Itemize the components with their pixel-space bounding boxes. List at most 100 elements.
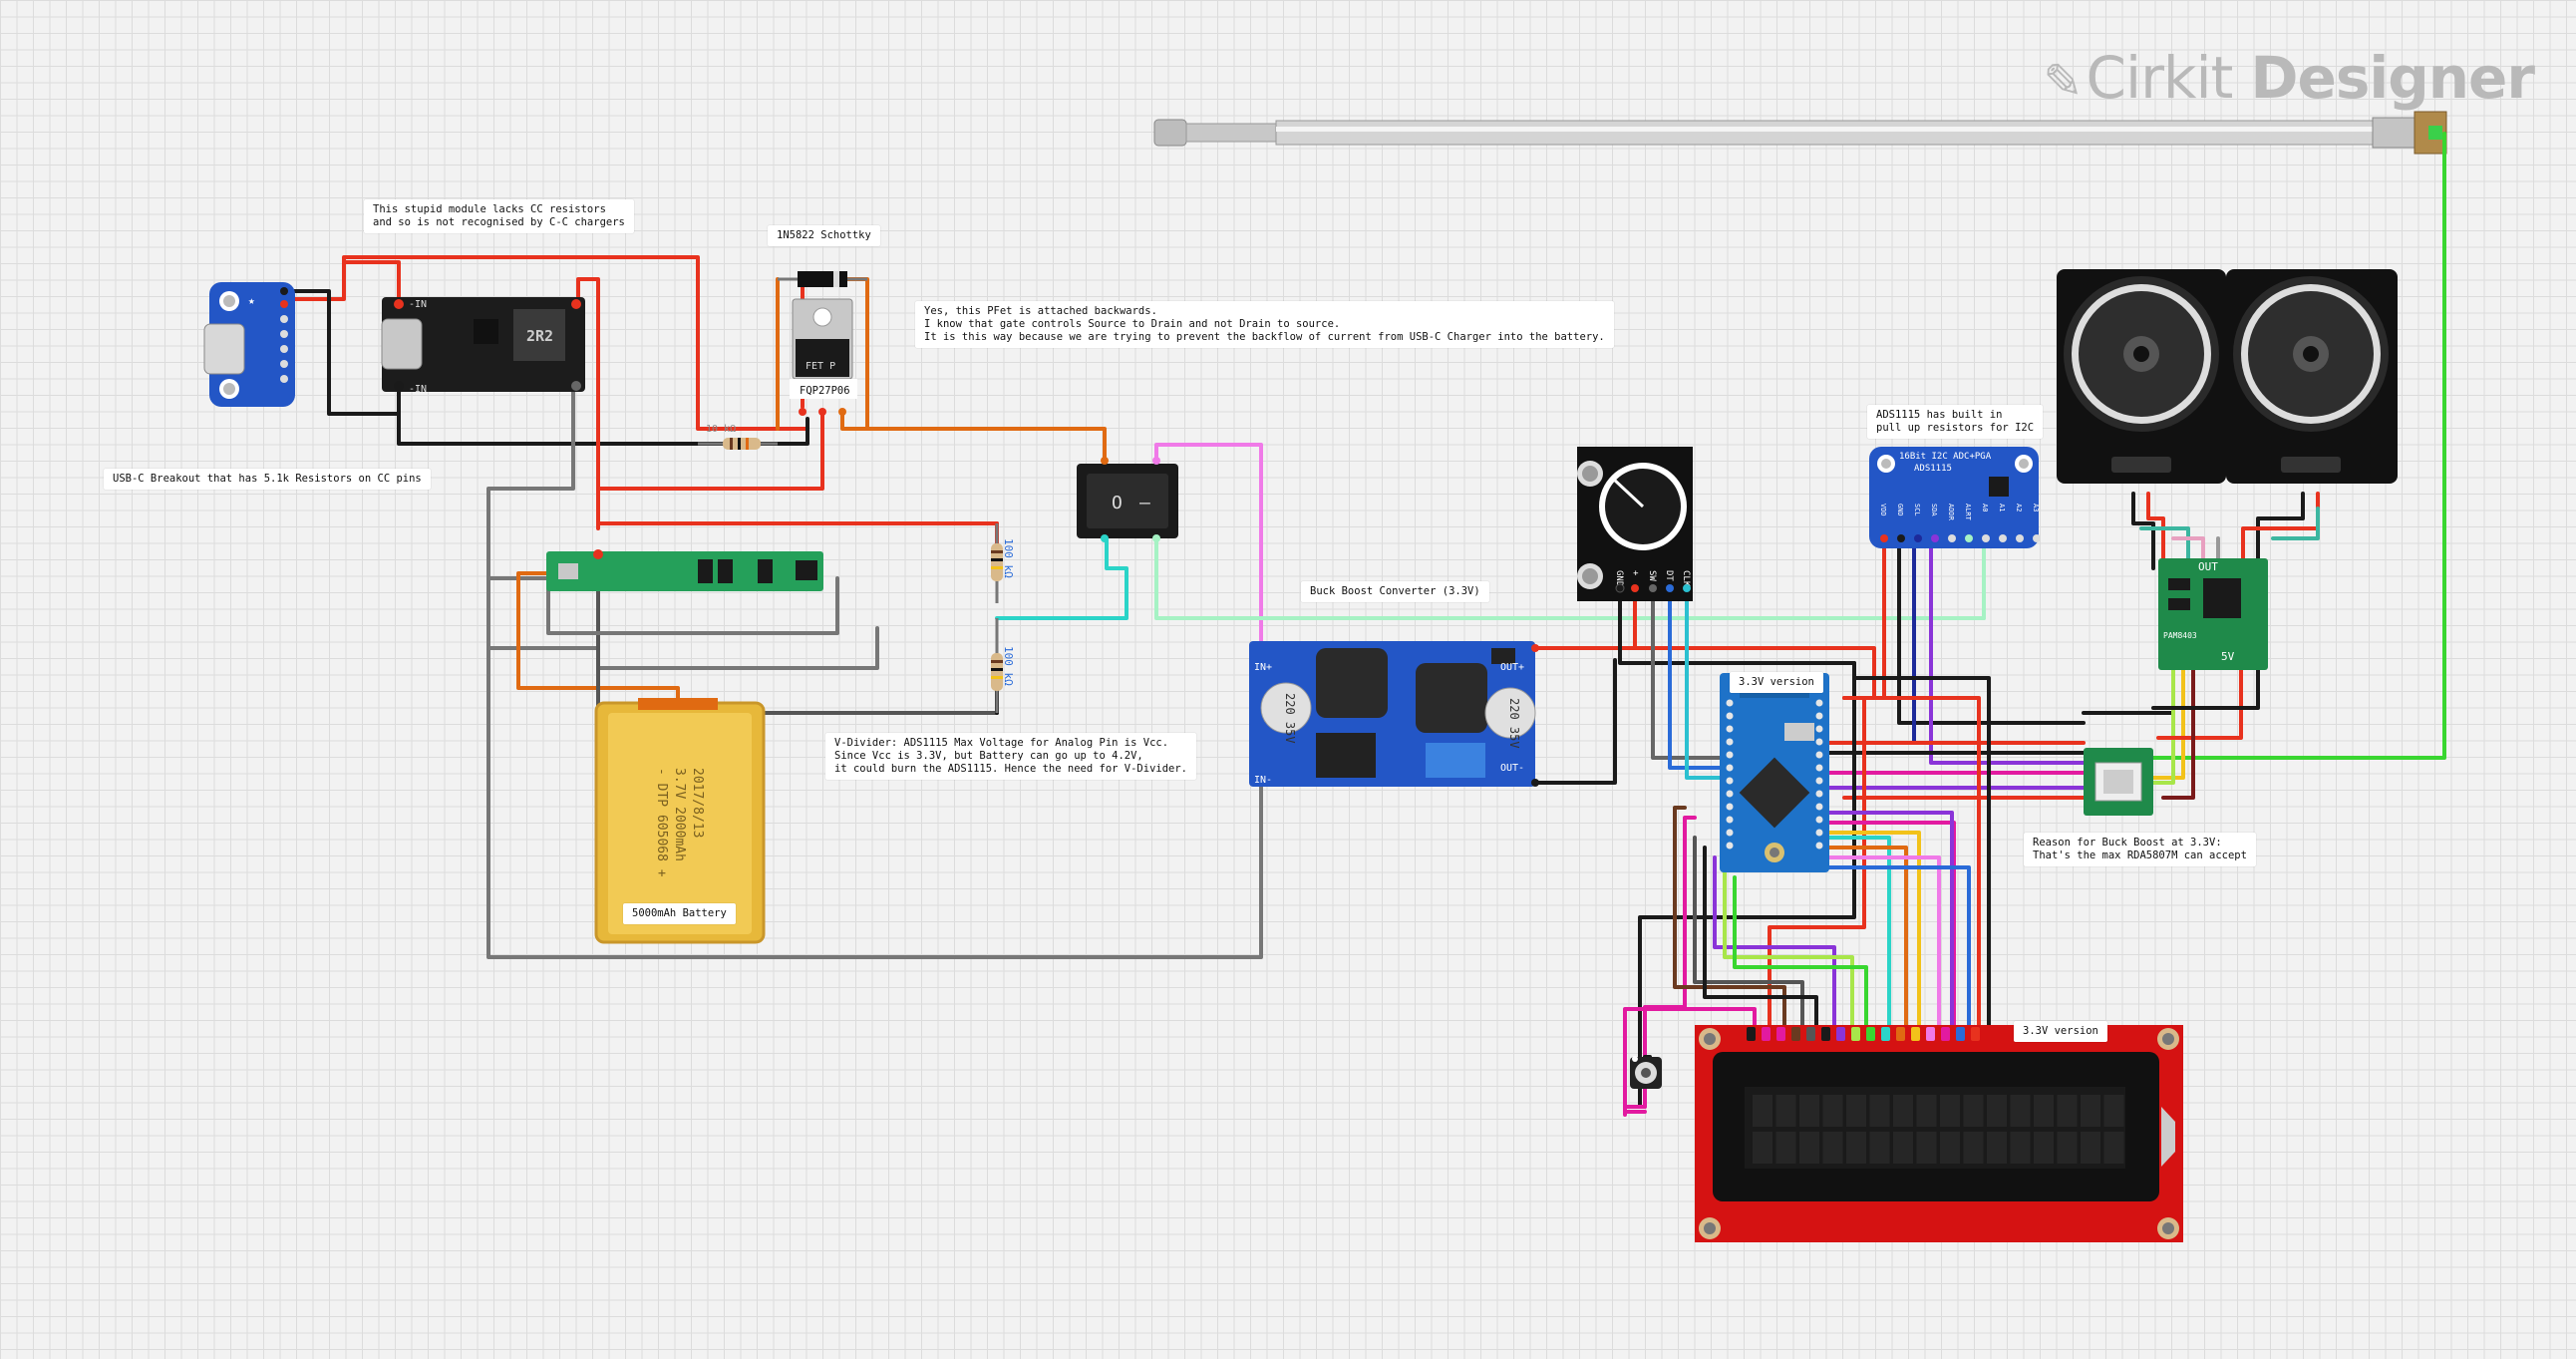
lcd-pin[interactable] [1881, 1027, 1890, 1041]
lcd-pin[interactable] [1851, 1027, 1860, 1041]
ads-pin[interactable] [1948, 534, 1956, 542]
lcd-pin[interactable] [1941, 1027, 1950, 1041]
contrast-potentiometer[interactable] [1630, 1056, 1662, 1089]
buck-boost-converter[interactable]: 220 35V 220 35V IN+ IN- OUT+ OUT- [1249, 641, 1539, 787]
lcd-pin[interactable] [1866, 1027, 1875, 1041]
lcd-pin[interactable] [1776, 1027, 1785, 1041]
ads-pin[interactable] [1999, 534, 2007, 542]
promini-pin[interactable] [1726, 816, 1734, 824]
speaker-right[interactable] [2226, 269, 2398, 484]
promini-pin[interactable] [1815, 712, 1823, 720]
lcd-char-cell [1753, 1095, 1772, 1127]
promini-pin[interactable] [1815, 803, 1823, 811]
rocker-switch[interactable]: O — [1077, 457, 1178, 542]
promini-pin[interactable] [1726, 803, 1734, 811]
promini-pin[interactable] [1815, 777, 1823, 785]
lcd-char-cell [1893, 1095, 1913, 1127]
promini-pin[interactable] [1815, 764, 1823, 772]
ads-pin[interactable] [1965, 534, 1973, 542]
lcd-pin[interactable] [1762, 1027, 1771, 1041]
mosfet-fqp27p06[interactable]: FET P FQP27P06 [790, 298, 857, 416]
ads-pin[interactable] [1914, 534, 1922, 542]
promini-pin[interactable] [1815, 842, 1823, 849]
rda5807m-radio-module[interactable] [2084, 748, 2153, 816]
wire-amp-teal2 [2271, 507, 2320, 540]
wire-ads-red [1842, 541, 1886, 700]
svg-text:DT: DT [1664, 570, 1674, 581]
ads-pin[interactable] [1982, 534, 1990, 542]
wire-spk1-black [2131, 492, 2155, 570]
lcd-char-cell [1822, 1095, 1843, 1127]
lcd-pin[interactable] [1806, 1027, 1815, 1041]
arduino-pro-mini[interactable] [1720, 673, 1829, 872]
lcd-pin[interactable] [1926, 1027, 1935, 1041]
ads-pin[interactable] [1897, 534, 1905, 542]
lcd-16x2[interactable] [1695, 1025, 2183, 1242]
ads-pin-label: A3 [2032, 504, 2040, 511]
promini-pin[interactable] [1815, 699, 1823, 707]
lcd-char-cell [1799, 1132, 1819, 1164]
promini-pin[interactable] [1815, 829, 1823, 837]
usbc-breakout-board[interactable]: ★ [203, 282, 295, 407]
lipo-battery[interactable]: - DTP 605068 + 3.7V 2000mAh 2017/8/13 [594, 698, 766, 944]
resistor-10k[interactable]: 10 kΩ [698, 424, 778, 450]
promini-pin[interactable] [1726, 725, 1734, 733]
usbc-charger-module[interactable]: 2R2 -IN -IN [381, 297, 585, 395]
lcd-pin[interactable] [1836, 1027, 1845, 1041]
promini-pin[interactable] [1726, 764, 1734, 772]
wire-charger-red-top [342, 255, 809, 431]
promini-pin[interactable] [1815, 816, 1823, 824]
wire-mosfet-orange [840, 412, 1107, 471]
lcd-pin[interactable] [1747, 1027, 1756, 1041]
lcd-pin[interactable] [1896, 1027, 1905, 1041]
lcd-char-cell [1846, 1132, 1866, 1164]
ads-pin[interactable] [1931, 534, 1939, 542]
vdivider-resistor-top[interactable]: 100 kΩ [991, 523, 1015, 603]
note-pro-mini-version: 3.3V version [1730, 672, 1823, 693]
rotary-encoder[interactable]: GND + SW DT CLK [1577, 447, 1693, 601]
promini-pin[interactable] [1726, 829, 1734, 837]
lcd-char-cell [1916, 1095, 1937, 1127]
promini-pin[interactable] [1726, 842, 1734, 849]
svg-text:-IN: -IN [409, 299, 427, 310]
wire-charger-out-red [576, 277, 600, 530]
promini-pin[interactable] [1815, 725, 1823, 733]
lcd-char-cell [1940, 1095, 1960, 1127]
lcd-pin[interactable] [1791, 1027, 1800, 1041]
ads-pin[interactable] [2033, 534, 2041, 542]
ads-pin[interactable] [1880, 534, 1888, 542]
battery-protection-board[interactable] [546, 549, 823, 591]
promini-pin[interactable] [1726, 790, 1734, 798]
svg-text:—: — [1139, 493, 1150, 513]
promini-pin[interactable] [1726, 738, 1734, 746]
promini-pin[interactable] [1726, 777, 1734, 785]
lcd-pin[interactable] [1911, 1027, 1920, 1041]
promini-pin[interactable] [1815, 751, 1823, 759]
pam8403-amplifier[interactable]: OUT 5V PAM8403 [2158, 558, 2268, 670]
wire-lcd-black-c [1852, 676, 1991, 1034]
lcd-pin[interactable] [1821, 1027, 1830, 1041]
vdivider-resistor-bottom[interactable]: 100 kΩ [991, 618, 1015, 713]
svg-text:IN-: IN- [1254, 775, 1272, 786]
promini-pin[interactable] [1726, 699, 1734, 707]
wire-antenna-to-rda [2131, 132, 2446, 760]
note-buck-boost: Buck Boost Converter (3.3V) [1301, 581, 1489, 602]
wire-enc-darkgray [1651, 586, 1727, 760]
ads-pin[interactable] [2016, 534, 2024, 542]
wire-lcd-blue [1822, 865, 1971, 1034]
lcd-char-cell [1963, 1132, 1984, 1164]
schottky-diode[interactable] [778, 271, 867, 287]
lcd-pin[interactable] [1956, 1027, 1965, 1041]
speaker-left[interactable] [2057, 269, 2226, 484]
lcd-char-cell [1846, 1095, 1866, 1127]
promini-pin[interactable] [1726, 712, 1734, 720]
lcd-pin[interactable] [1971, 1027, 1980, 1041]
lcd-char-cell [1753, 1132, 1772, 1164]
promini-pin[interactable] [1815, 790, 1823, 798]
promini-pin[interactable] [1726, 751, 1734, 759]
telescopic-antenna[interactable] [1153, 111, 2447, 155]
promini-pin[interactable] [1815, 738, 1823, 746]
lcd-char-cell [2034, 1132, 2054, 1164]
